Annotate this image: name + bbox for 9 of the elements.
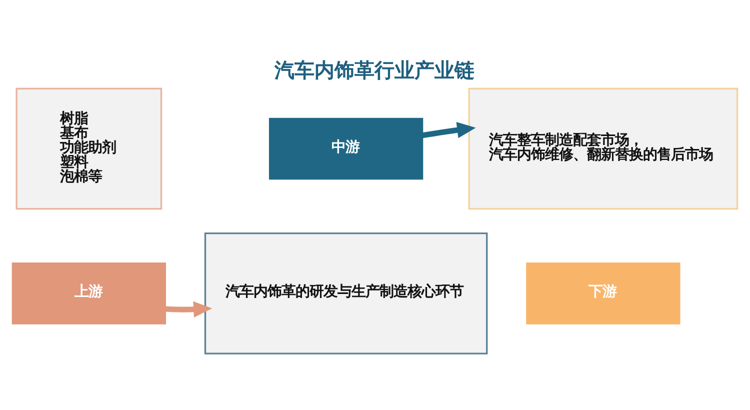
diagram-title: 汽车内饰革行业产业链 <box>274 57 474 82</box>
node-box: 下游 <box>526 262 680 324</box>
node-box: 汽车内饰革的研发与生产制造核心环节 <box>204 232 488 354</box>
arrow <box>422 121 476 138</box>
arrow <box>165 300 212 318</box>
node-box: 汽车整车制造配套市场， 汽车内饰维修、翻新替换的售后市场 <box>468 87 738 210</box>
node-box: 树脂 基布 功能助剂 塑料 泡棉等 <box>16 87 162 210</box>
node-box: 中游 <box>268 117 424 180</box>
node-box: 上游 <box>12 262 166 324</box>
